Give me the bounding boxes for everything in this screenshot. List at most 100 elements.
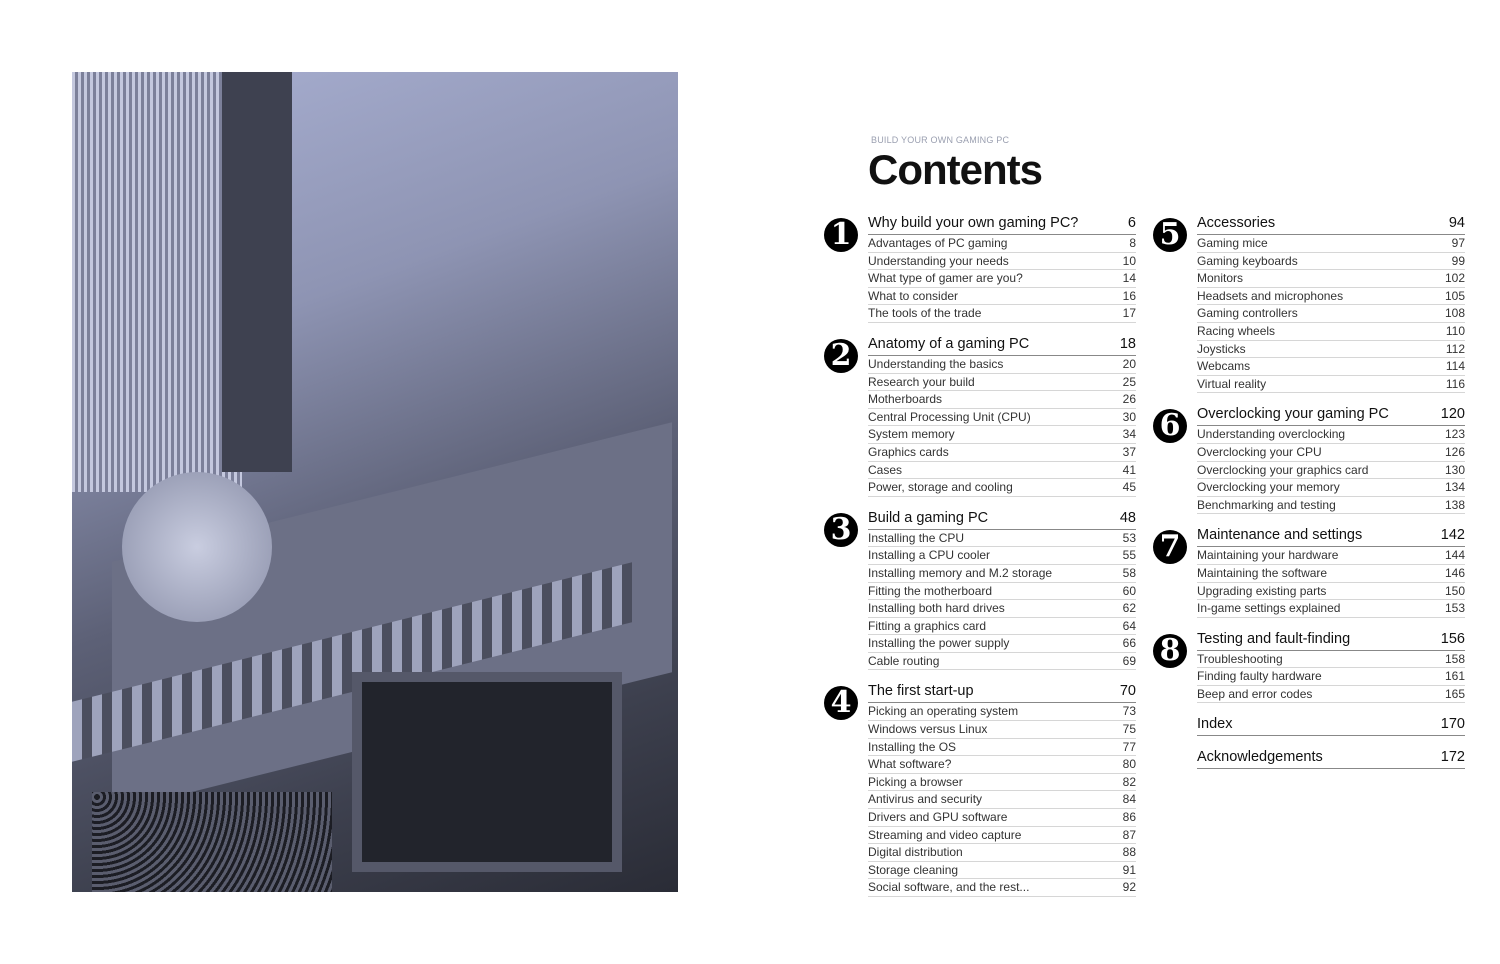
section-title: Maintenance and settings [1197,527,1363,544]
entry-title: Joysticks [1197,341,1246,356]
entry-title: Motherboards [868,392,943,407]
entry-title: Advantages of PC gaming [868,236,1008,250]
entry-page: 10 [1122,253,1136,268]
entry-title: Social software, and the rest... [868,880,1030,895]
entry-title: Gaming keyboards [1197,253,1298,268]
entry-title: Finding faulty hardware [1197,669,1322,684]
section-page: 70 [1119,683,1136,700]
entry-page: 102 [1444,271,1465,286]
entry-page: 92 [1122,880,1136,895]
entry-page: 105 [1444,288,1465,303]
section-title: Overclocking your gaming PC [1197,406,1389,423]
entry-title: Installing both hard drives [868,601,1005,616]
entry-title: Maintaining your hardware [1197,548,1339,563]
entry-title: Understanding your needs [868,253,1009,268]
section-number-badge: 8 [1153,633,1187,668]
entry-page: 123 [1444,427,1465,442]
entry-title: Installing memory and M.2 storage [868,565,1053,580]
entry-title: What type of gamer are you? [868,271,1023,286]
entry-page: 25 [1122,374,1136,389]
section-title: Accessories [1197,215,1276,231]
entry-title: Streaming and video capture [868,827,1022,842]
section-number-badge: 4 [824,686,858,721]
entry-page: 16 [1122,288,1136,303]
entry-title: Monitors [1197,271,1244,286]
entry-page: 26 [1122,392,1136,407]
entry-title: Overclocking your graphics card [1197,462,1369,477]
contents-entry: Headsets and microphones 105 [1197,288,1465,306]
entry-title: Windows versus Linux [868,722,988,737]
contents-entry: Monitors 102 [1197,270,1465,288]
section-number-badge: 3 [824,512,858,547]
entry-title: Installing the power supply [868,636,1010,651]
entry-page: 153 [1444,601,1465,616]
entry-page: 17 [1122,306,1136,321]
entry-page: 8 [1129,236,1136,250]
entry-page: 66 [1122,636,1136,651]
entry-page: 134 [1444,480,1465,495]
entry-title: Central Processing Unit (CPU) [868,409,1031,424]
entry-page: 77 [1122,739,1136,754]
entry-title: The tools of the trade [868,306,982,321]
contents-entry: Advantages of PC gaming 8 [868,235,1136,253]
section-page: 48 [1119,509,1136,526]
entry-title: Fitting a graphics card [868,618,987,633]
entry-title: Understanding overclocking [1197,427,1346,442]
entry-page: 64 [1122,618,1136,633]
entry-page: 73 [1122,704,1136,719]
entry-page: 146 [1444,565,1465,580]
section-title: Testing and fault-finding [1197,630,1351,647]
entry-page: 138 [1444,497,1465,512]
entry-title: Webcams [1197,359,1251,374]
entry-page: 110 [1445,323,1465,338]
contents-entry: What type of gamer are you?14 [868,270,1136,288]
entry-title: Gaming mice [1197,236,1268,250]
section-title: The first start-up [868,683,974,700]
section-page: 170 [1440,716,1465,733]
section-page: 6 [1127,215,1136,231]
entry-title: Installing the CPU [868,530,965,545]
entry-title: Overclocking your CPU [1197,444,1322,459]
entry-page: 60 [1122,583,1136,598]
contents-entry: Understanding your needs 10 [868,253,1136,271]
entry-title: Cable routing [868,653,940,668]
section-number-badge: 7 [1153,530,1187,565]
section-title: Build a gaming PC [868,509,989,526]
entry-title: Drivers and GPU software [868,810,1008,825]
entry-page: 158 [1444,651,1465,666]
entry-title: Headsets and microphones [1197,288,1344,303]
section-page: 172 [1440,749,1465,766]
section-page: 94 [1448,215,1465,231]
entry-title: Installing a CPU cooler [868,548,991,563]
contents-entry: Motherboards 26 [868,391,1136,409]
entry-page: 126 [1444,444,1465,459]
entry-page: 55 [1122,548,1136,563]
entry-page: 87 [1122,827,1136,842]
